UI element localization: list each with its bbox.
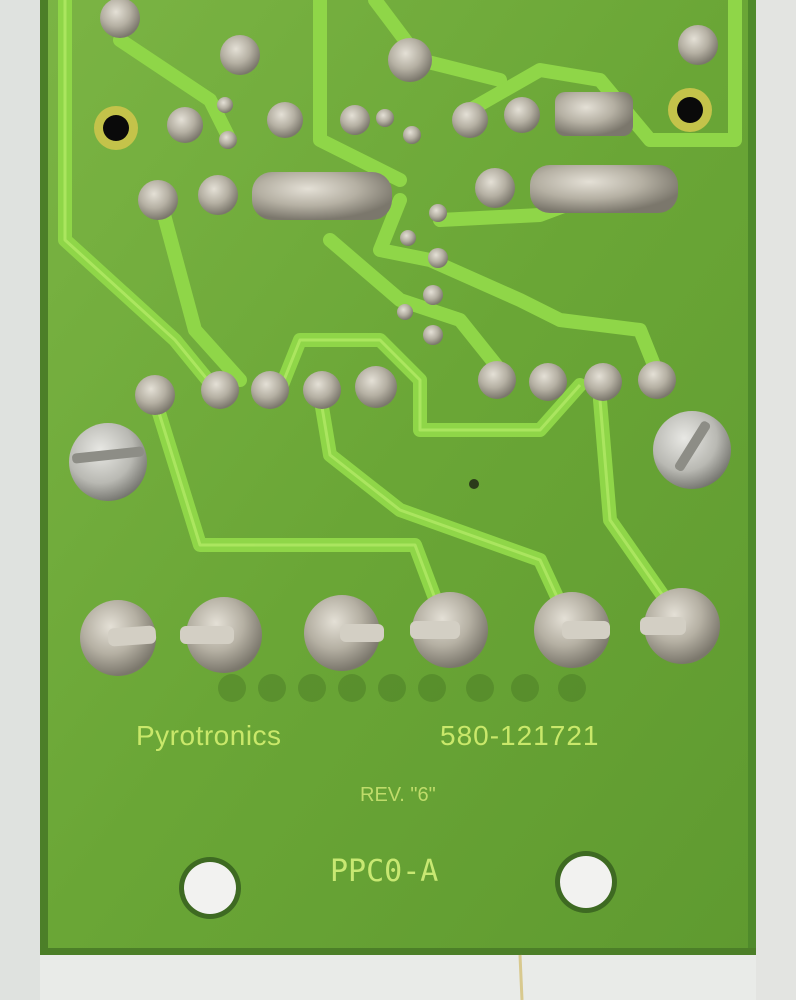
pcb-board <box>40 0 756 955</box>
screw-right <box>653 411 731 489</box>
mounting-holes-upper <box>94 88 712 150</box>
part-number-label: 580-121721 <box>440 720 600 751</box>
ink-stamp <box>218 674 586 702</box>
manufacturer-label: Pyrotronics <box>136 720 282 751</box>
model-label: PPC0-A <box>330 854 439 889</box>
screw-left <box>69 423 147 501</box>
mounting-holes-lower <box>179 851 617 919</box>
revision-label: REV. "6" <box>360 784 436 806</box>
solder-joints-middle <box>135 361 676 415</box>
terminal-pads <box>80 588 720 676</box>
solder-joints-upper <box>100 0 718 345</box>
